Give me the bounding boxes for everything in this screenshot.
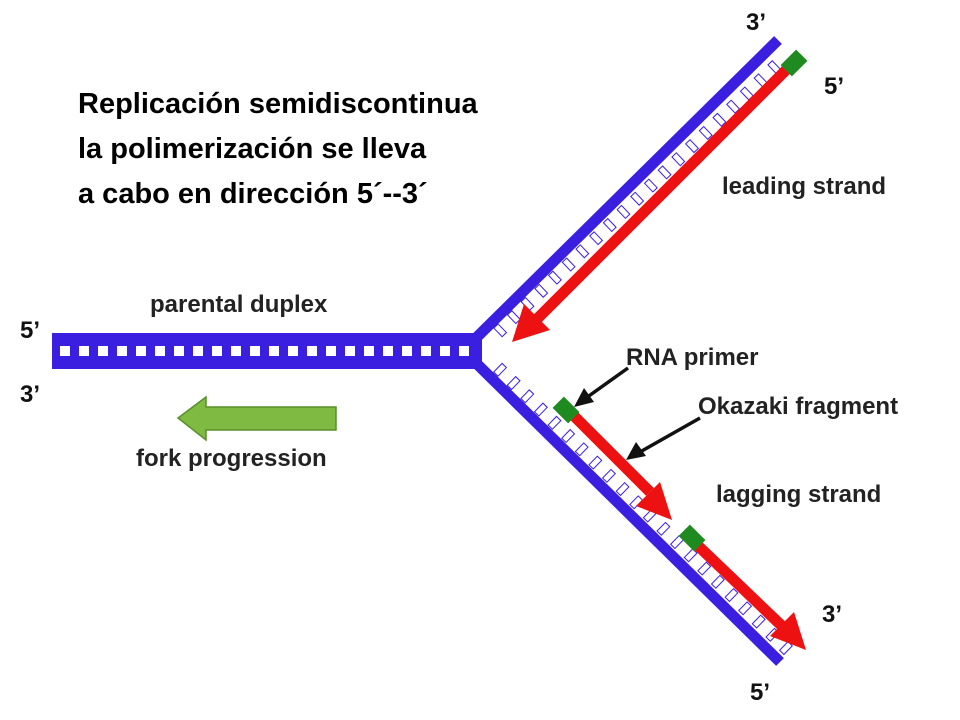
base-pair-rung: [269, 346, 279, 356]
base-pair-rung: [657, 165, 672, 180]
title-line-3: a cabo en dirección 5´--3´: [78, 178, 428, 210]
base-pair-rung: [288, 346, 298, 356]
label-leading-strand: leading strand: [722, 173, 886, 200]
base-pair-rung: [155, 346, 165, 356]
parental-bottom-strand: [52, 358, 482, 369]
base-pair-rung: [421, 346, 431, 356]
title-line-1: Replicación semidiscontinua: [78, 88, 479, 120]
base-pair-rung: [615, 481, 630, 497]
parental-rungs: [52, 344, 482, 358]
parental-rung-band: [52, 344, 482, 358]
base-pair-rung: [630, 191, 645, 206]
leading-new-strand: [528, 62, 794, 328]
leading-template-strand: [472, 36, 782, 342]
label-parental-duplex: parental duplex: [150, 291, 328, 318]
okazaki-fragment-1: [562, 404, 654, 496]
base-pair-rung: [364, 346, 374, 356]
base-pair-rung: [738, 601, 753, 616]
base-pair-rung: [671, 152, 686, 167]
base-pair-rung: [506, 310, 521, 325]
base-pair-rung: [547, 415, 562, 430]
base-pair-rung: [493, 323, 508, 338]
base-pair-rung: [117, 346, 127, 356]
end-lagging-bottom-blue: 5’: [750, 679, 770, 706]
label-rna-primer: RNA primer: [626, 344, 758, 371]
label-lagging-strand: lagging strand: [716, 481, 881, 508]
leading-rna-primer: [780, 49, 808, 77]
end-parental-top: 5’: [20, 317, 40, 344]
okazaki-fragment-2: [688, 536, 788, 632]
base-pair-rung: [533, 402, 548, 417]
end-leading-top-red: 5’: [824, 73, 844, 100]
lagging-template-strand: [472, 359, 784, 666]
parental-top-strand: [52, 333, 482, 344]
base-pair-rung: [492, 362, 508, 377]
base-pair-rung: [726, 99, 741, 114]
end-parental-bottom: 3’: [20, 381, 40, 408]
base-pair-rung: [656, 521, 671, 536]
base-pair-rung: [60, 346, 70, 356]
base-pair-rung: [231, 346, 241, 356]
base-pair-rung: [459, 346, 469, 356]
title-line-2: la polimerización se lleva: [78, 133, 427, 165]
label-okazaki-fragment: Okazaki fragment: [698, 393, 898, 420]
base-pair-rung: [212, 346, 222, 356]
base-pair-rung: [602, 217, 617, 233]
base-pair-rung: [98, 346, 108, 356]
lagging-rungs: [492, 362, 793, 656]
parental-duplex: [52, 333, 482, 369]
leading-arrowhead: [512, 304, 550, 342]
base-pair-rung: [326, 346, 336, 356]
end-lagging-bottom-red: 3’: [822, 601, 842, 628]
base-pair-rung: [520, 389, 535, 404]
base-pair-rung: [383, 346, 393, 356]
okazaki-2-arrowhead: [770, 612, 806, 650]
end-leading-top-blue: 3’: [746, 9, 766, 36]
base-pair-rung: [561, 428, 576, 444]
base-pair-rung: [307, 346, 317, 356]
base-pair-rung: [174, 346, 184, 356]
base-pair-rung: [616, 204, 631, 219]
base-pair-rung: [684, 138, 700, 154]
base-pair-rung: [345, 346, 355, 356]
base-pair-rung: [710, 574, 725, 589]
base-pair-rung: [534, 283, 549, 298]
base-pair-rung: [250, 346, 260, 356]
base-pair-rung: [575, 244, 590, 259]
okazaki-1-arrowhead: [636, 482, 672, 520]
base-pair-rung: [547, 270, 562, 285]
rna-primer-pointer: [574, 366, 630, 407]
label-fork-progression: fork progression: [136, 445, 327, 472]
base-pair-rung: [574, 442, 589, 457]
base-pair-rung: [589, 231, 604, 246]
base-pair-rung: [698, 125, 713, 141]
leading-rungs: [493, 60, 782, 338]
base-pair-rung: [697, 561, 712, 576]
rna-primer-1: [552, 396, 580, 424]
base-pair-rung: [712, 112, 727, 127]
base-pair-rung: [683, 548, 698, 563]
base-pair-rung: [193, 346, 203, 356]
fork-progression-arrow: [176, 395, 337, 442]
base-pair-rung: [751, 614, 766, 629]
base-pair-rung: [440, 346, 450, 356]
base-pair-rung: [561, 257, 576, 272]
base-pair-rung: [506, 375, 521, 391]
base-pair-rung: [136, 346, 146, 356]
leading-arm: [472, 36, 808, 342]
lagging-arm: [472, 359, 806, 666]
rna-primer-2: [678, 524, 706, 552]
base-pair-rung: [601, 468, 616, 483]
base-pair-rung: [79, 346, 89, 356]
base-pair-rung: [588, 455, 603, 470]
base-pair-rung: [724, 587, 739, 603]
base-pair-rung: [402, 346, 412, 356]
okazaki-fragment-pointer: [626, 416, 701, 460]
base-pair-rung: [643, 178, 658, 193]
